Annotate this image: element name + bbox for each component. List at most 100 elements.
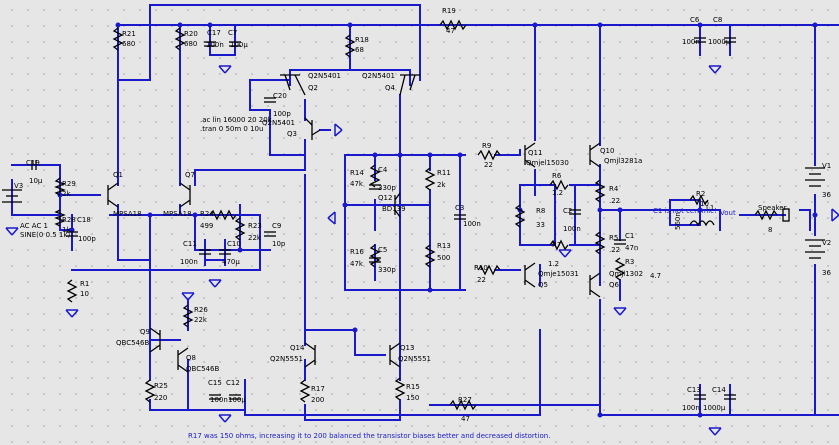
q7-ref: Q7 <box>185 171 195 179</box>
c12-value: 100µ <box>228 396 246 404</box>
q2-part: Q2N5401 <box>308 72 341 80</box>
r23-value: 22k <box>248 234 262 242</box>
r25-value: 220 <box>154 394 167 402</box>
r16-value: 47k <box>350 260 364 268</box>
ac-directive: .ac lin 16000 20 20k <box>200 116 273 124</box>
wires <box>11 4 839 421</box>
r21-value: 680 <box>122 40 135 48</box>
c17-ref: C17 <box>207 29 221 37</box>
r15-value: 150 <box>406 394 419 402</box>
q6-ref: Q6 <box>609 281 620 289</box>
q10-ref: Q10 <box>600 147 614 155</box>
r4-ref: R4 <box>609 185 619 193</box>
q5-part: Qmje15031 <box>538 270 579 278</box>
r28-ref: R28 <box>62 216 76 224</box>
r10-value: 22 <box>477 276 486 284</box>
c1-value: 47n <box>625 244 638 252</box>
c3-ref: C3 <box>455 204 464 212</box>
q3-ref: Q3 <box>287 130 297 138</box>
q13-ref: Q13 <box>400 344 414 352</box>
c5-ref: C5 <box>378 246 387 254</box>
r3-ref: R3 <box>625 258 634 266</box>
r1-value: 10 <box>80 290 89 298</box>
c20-ref: C20 <box>273 92 287 100</box>
q8-ref: Q8 <box>186 354 196 362</box>
r13-ref: R13 <box>437 242 451 250</box>
v3-line1: AC AC 1 <box>20 222 48 230</box>
q9-part: QBC546B <box>116 339 149 347</box>
r27-value: 47 <box>461 415 470 423</box>
q1-ref: Q1 <box>113 171 123 179</box>
q7-part: MPSA18 <box>163 210 192 218</box>
r20-value: 680 <box>184 40 197 48</box>
c10-value: 470µ <box>222 258 240 266</box>
v1-ref: V1 <box>822 162 831 170</box>
r18-ref: R18 <box>355 36 369 44</box>
r26-ref: R26 <box>194 306 208 314</box>
q10-part: Qmjl3281a <box>604 157 642 165</box>
r10-ref: R10 <box>474 264 488 272</box>
q6-part: Qmjl1302 <box>609 270 643 278</box>
q14-part: Q2N5551 <box>270 355 303 363</box>
c13-ref: C13 <box>687 386 701 394</box>
r9-value: 22 <box>484 161 493 169</box>
q12-part: BD139 <box>382 205 406 213</box>
component-symbols <box>2 19 825 411</box>
c3-value: 100n <box>463 220 481 228</box>
vout-label: Vout <box>720 209 736 217</box>
c12-ref: C12 <box>226 379 240 387</box>
r5-ref: R5 <box>609 234 618 242</box>
r20-ref: R20 <box>184 30 198 38</box>
r11-value: 2k <box>437 181 446 189</box>
r27-ref: R27 <box>458 396 472 404</box>
r17-note: R17 was 150 ohms, increasing it to 200 b… <box>188 432 550 440</box>
tran-directive: .tran 0 50m 0 10u <box>200 125 263 133</box>
r9-ref: R9 <box>482 142 491 150</box>
r1-ref: R1 <box>80 280 89 288</box>
c6-ref: C6 <box>690 16 700 24</box>
c11-ref: C11 <box>183 240 197 248</box>
r16-ref: R16 <box>350 248 364 256</box>
r29-ref: R29 <box>62 180 76 188</box>
c19-value: 10µ <box>29 177 43 185</box>
r18-value: 68 <box>355 46 364 54</box>
c7-value: 100µ <box>230 41 248 49</box>
q2-ref: Q2 <box>308 84 318 92</box>
r5-value: .22 <box>609 246 620 254</box>
c8-ref: C8 <box>713 16 722 24</box>
c15-value: 100n <box>210 396 228 404</box>
q5-ref: Q5 <box>538 281 548 289</box>
r26-value: 22k <box>194 316 208 324</box>
speaker-ref: Speaker <box>758 204 787 212</box>
c10-ref: C10 <box>227 240 241 248</box>
r15-ref: R15 <box>406 383 420 391</box>
r24-value: 499 <box>200 222 213 230</box>
r19-value: 47 <box>446 27 455 35</box>
c6-value: 100n <box>682 38 700 46</box>
r23-ref: R23 <box>248 222 262 230</box>
c1-note: C1 is not ceramic! <box>653 207 717 215</box>
r4-value: .22 <box>609 197 620 205</box>
q8-part: QBC546B <box>186 365 219 373</box>
q3-part: Q2N5401 <box>262 119 295 127</box>
c14-ref: C14 <box>712 386 726 394</box>
q13-part: Q2N5551 <box>398 355 431 363</box>
c18-ref: C18 <box>77 216 91 224</box>
q12-ref: Q12 <box>378 194 392 202</box>
c2-ref: C2 <box>563 207 572 215</box>
c5-value: 330p <box>378 266 396 274</box>
r14-ref: R14 <box>350 169 364 177</box>
r28-value: 1k <box>62 226 71 234</box>
c13-value: 100n <box>682 404 700 412</box>
v2-value: 36 <box>822 269 831 277</box>
q1-part: MPSA18 <box>113 210 142 218</box>
c4-value: 330p <box>378 184 396 192</box>
c18-value: 100p <box>78 235 96 243</box>
r2-value: 10 <box>700 200 709 208</box>
r11-ref: R11 <box>437 169 451 177</box>
c9-ref: C9 <box>272 222 281 230</box>
c2-value: 100n <box>563 225 581 233</box>
r2-ref: R2 <box>696 190 705 198</box>
r17-value: 200 <box>311 396 324 404</box>
